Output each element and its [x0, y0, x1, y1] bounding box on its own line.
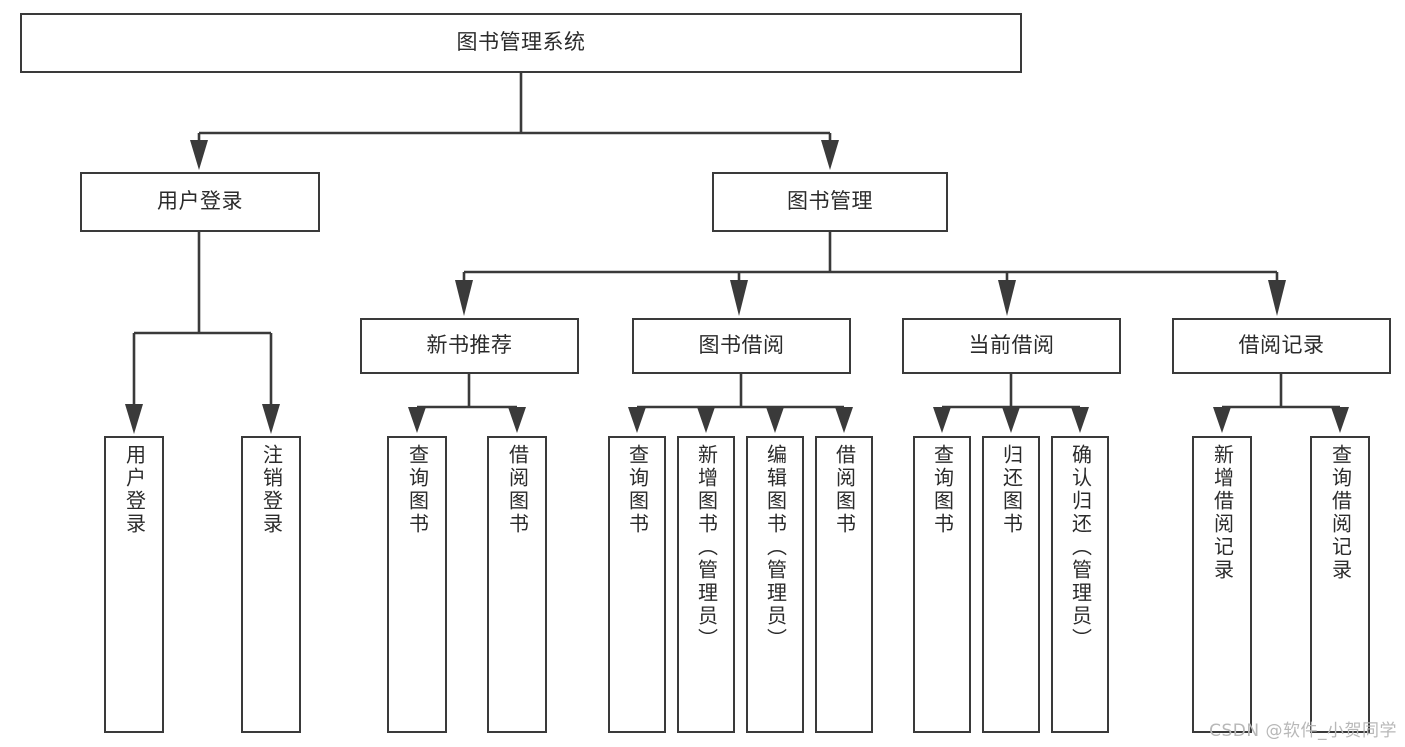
node-current-borrow[interactable]: 当前借阅	[902, 318, 1121, 374]
node-leaf-add-book[interactable]: 新增图书（管理员）	[677, 436, 735, 733]
node-label: 查询图书	[625, 444, 650, 536]
node-label: 新增图书（管理员）	[694, 444, 719, 651]
node-label: 图书管理系统	[456, 30, 586, 55]
node-leaf-user-login[interactable]: 用户登录	[104, 436, 164, 733]
node-label: 确认归还（管理员）	[1068, 444, 1093, 651]
arrowhead-user-login	[190, 140, 208, 170]
arrowhead-borrow-record	[1268, 280, 1286, 316]
node-book-manage[interactable]: 图书管理	[712, 172, 948, 232]
arrowhead-book-manage	[821, 140, 839, 170]
arrowhead-leaf-logout	[262, 404, 280, 434]
arrowhead-leaf-add-record	[1213, 407, 1231, 433]
node-label: 编辑图书（管理员）	[763, 444, 788, 651]
arrowhead-leaf-borrow-book-1	[508, 407, 526, 433]
node-label: 查询借阅记录	[1328, 444, 1353, 582]
arrowhead-leaf-add-book	[697, 407, 715, 433]
node-leaf-return-book[interactable]: 归还图书	[982, 436, 1040, 733]
node-label: 用户登录	[122, 444, 147, 536]
node-label: 图书借阅	[698, 333, 785, 358]
arrowhead-leaf-user-login	[125, 404, 143, 434]
arrowhead-new-book-recommend	[455, 280, 473, 316]
node-leaf-query-book-2[interactable]: 查询图书	[608, 436, 666, 733]
node-root-book-management-system[interactable]: 图书管理系统	[20, 13, 1022, 73]
arrowhead-leaf-query-record	[1331, 407, 1349, 433]
node-leaf-borrow-book-1[interactable]: 借阅图书	[487, 436, 547, 733]
watermark-text: CSDN @软件_小贺同学	[1209, 721, 1397, 741]
node-label: 注销登录	[259, 444, 284, 536]
node-label: 新增借阅记录	[1210, 444, 1235, 582]
node-user-login[interactable]: 用户登录	[80, 172, 320, 232]
node-leaf-confirm-return[interactable]: 确认归还（管理员）	[1051, 436, 1109, 733]
node-new-book-recommend[interactable]: 新书推荐	[360, 318, 579, 374]
arrowhead-leaf-return-book	[1002, 407, 1020, 433]
arrowhead-leaf-confirm-return	[1071, 407, 1089, 433]
node-label: 新书推荐	[426, 333, 513, 358]
arrowhead-leaf-query-book-2	[628, 407, 646, 433]
arrowhead-leaf-query-book-1	[408, 407, 426, 433]
node-leaf-query-book-3[interactable]: 查询图书	[913, 436, 971, 733]
node-book-borrow[interactable]: 图书借阅	[632, 318, 851, 374]
arrowhead-leaf-borrow-book-2	[835, 407, 853, 433]
node-label: 图书管理	[787, 189, 873, 214]
node-label: 借阅图书	[832, 444, 857, 536]
node-label: 当前借阅	[968, 333, 1055, 358]
arrowhead-current-borrow	[998, 280, 1016, 316]
node-borrow-record[interactable]: 借阅记录	[1172, 318, 1391, 374]
node-label: 用户登录	[157, 189, 243, 214]
node-label: 查询图书	[405, 444, 430, 536]
node-leaf-logout[interactable]: 注销登录	[241, 436, 301, 733]
node-leaf-query-record[interactable]: 查询借阅记录	[1310, 436, 1370, 733]
arrowhead-leaf-query-book-3	[933, 407, 951, 433]
node-leaf-query-book-1[interactable]: 查询图书	[387, 436, 447, 733]
node-label: 借阅记录	[1238, 333, 1325, 358]
node-label: 查询图书	[930, 444, 955, 536]
node-leaf-borrow-book-2[interactable]: 借阅图书	[815, 436, 873, 733]
node-label: 借阅图书	[505, 444, 530, 536]
arrowhead-book-borrow	[730, 280, 748, 316]
arrowhead-leaf-edit-book	[766, 407, 784, 433]
node-leaf-edit-book[interactable]: 编辑图书（管理员）	[746, 436, 804, 733]
node-label: 归还图书	[999, 444, 1024, 536]
node-leaf-add-record[interactable]: 新增借阅记录	[1192, 436, 1252, 733]
